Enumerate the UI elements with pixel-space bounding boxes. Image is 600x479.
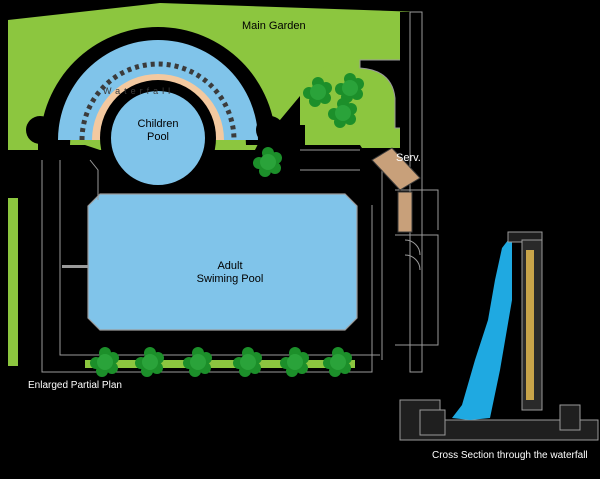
adult-pool-label: Adult Swiming Pool — [180, 260, 280, 286]
children-pool — [100, 80, 216, 196]
children-pool-line1: Children — [137, 118, 179, 130]
adult-pool-line2: Swiming Pool — [196, 273, 264, 285]
main-garden-label: Main Garden — [242, 20, 306, 32]
serv-label: Serv. — [396, 152, 421, 164]
cross-section-caption: Cross Section through the waterfall — [432, 450, 588, 461]
service-area — [371, 147, 421, 233]
waterfall-label: Waterfall — [103, 86, 175, 96]
waterfall-cross-section — [399, 231, 599, 441]
enlarged-plan-caption: Enlarged Partial Plan — [28, 380, 122, 391]
adult-pool-line1: Adult — [217, 260, 243, 272]
children-pool-label: Children Pool — [120, 118, 196, 144]
adult-pool — [62, 193, 358, 331]
children-pool-line2: Pool — [146, 131, 170, 143]
